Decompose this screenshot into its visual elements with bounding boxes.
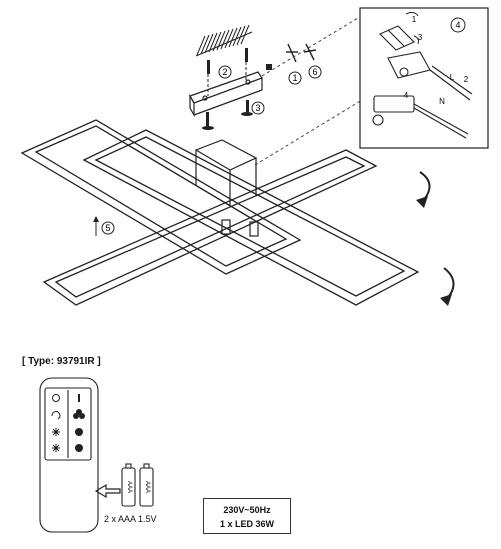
anchor-screws	[286, 43, 317, 63]
remote-btn-cycle-icon[interactable]	[51, 411, 61, 420]
mounting-bracket	[189, 71, 263, 118]
step-1-label: 1	[292, 73, 297, 83]
battery-insert-arrow	[94, 483, 121, 499]
inset-leader-lines	[254, 17, 363, 166]
spec-led: 1 x LED 36W	[219, 519, 275, 529]
spec-box: 230V~50Hz 1 x LED 36W	[203, 498, 291, 534]
step-6-label: 6	[312, 67, 317, 77]
fixture-frame-2	[82, 129, 420, 306]
remote-btn-off-icon[interactable]	[52, 394, 60, 402]
inset-step-2: 2	[464, 75, 469, 84]
type-label: [ Type: 93791IR ]	[22, 356, 101, 367]
remote-button-grid	[51, 394, 85, 452]
battery-1-label: AAA	[126, 481, 132, 493]
wire-label-neutral: N	[439, 97, 445, 106]
remote-btn-dim-down-icon[interactable]	[52, 428, 60, 436]
ceiling-hatch	[195, 24, 253, 57]
inset-step-4: 4	[404, 91, 409, 100]
step-markers: 2 3 1 6 5	[101, 65, 322, 235]
fixture-frame-3	[42, 149, 378, 306]
spec-voltage: 230V~50Hz	[223, 505, 271, 515]
step-5-label: 5	[105, 223, 110, 233]
fixture-frame-1	[20, 119, 302, 275]
remote-btn-color-temp-icon[interactable]	[73, 409, 85, 419]
wiring-inset	[359, 7, 489, 149]
terminal-block	[372, 25, 473, 139]
inset-number: 4	[455, 20, 460, 30]
center-mount	[194, 139, 259, 237]
step-2-label: 2	[222, 67, 227, 77]
remote-btn-preset-1-icon[interactable]	[52, 444, 60, 452]
battery-note: 2 x AAA 1.5V	[104, 514, 157, 524]
remote-control	[39, 377, 99, 533]
remote-btn-dim-up-icon[interactable]	[75, 428, 83, 436]
battery-2-label: AAA	[144, 481, 150, 493]
wire-label-live: L	[450, 73, 455, 82]
batteries	[121, 463, 154, 507]
step-3-label: 3	[255, 103, 260, 113]
inset-step-3: 3	[418, 33, 423, 42]
inset-step-1: 1	[412, 15, 417, 24]
screws	[202, 48, 272, 130]
cropped-top-text: ~ ~ ~ ~ ~ ~	[22, 0, 66, 4]
remote-btn-preset-2-icon[interactable]	[75, 444, 83, 452]
remote-btn-on-icon[interactable]	[78, 394, 80, 402]
